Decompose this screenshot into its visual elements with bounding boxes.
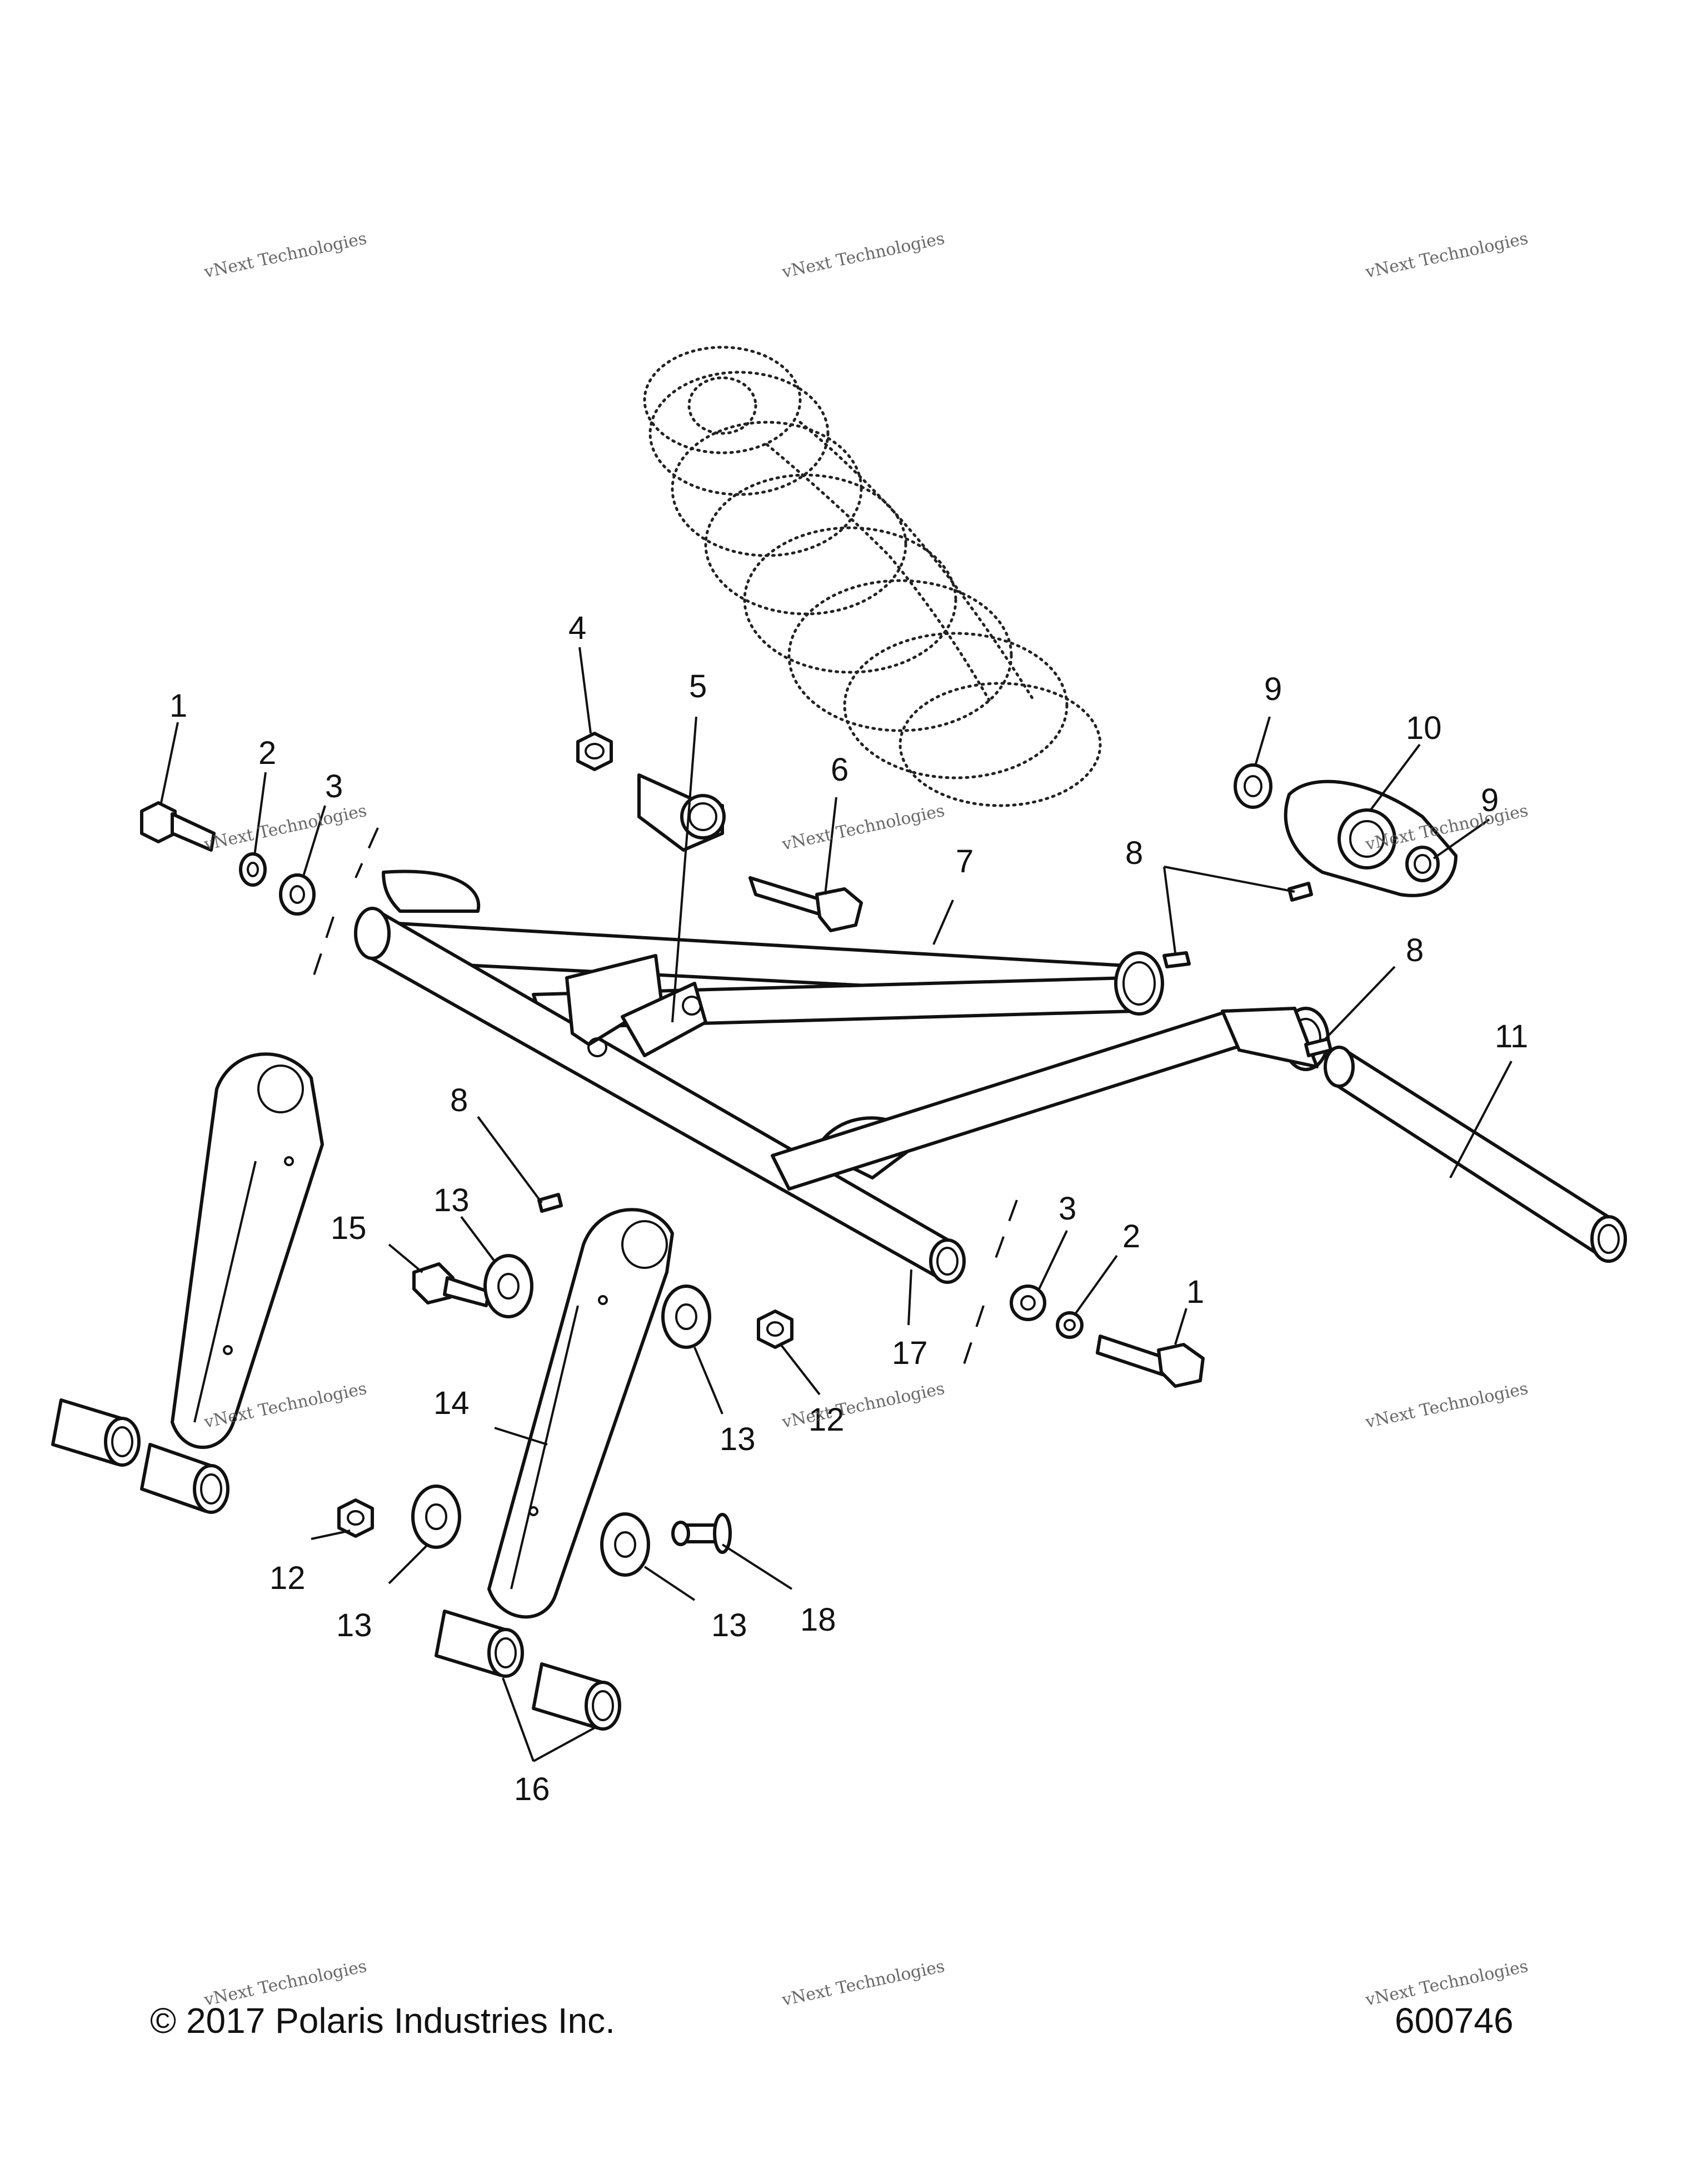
part-3-washer-left (279, 873, 316, 916)
leader-lines (160, 647, 1513, 1762)
part-2-washer-right (1056, 1311, 1084, 1339)
callout-15: 15 (331, 1210, 367, 1246)
part-9-washer-top (1234, 763, 1272, 809)
callout-16: 16 (514, 1771, 550, 1807)
part-18-pin (671, 1513, 732, 1554)
callout-9-right: 9 (1481, 782, 1499, 818)
copyright-text: © 2017 Polaris Industries Inc. (150, 2001, 615, 2041)
watermark-text: vNext Technologies (780, 1957, 946, 2010)
part-5-spacer (637, 773, 726, 852)
part-12-nut (337, 1310, 793, 1538)
watermark-text: vNext Technologies (202, 801, 368, 854)
part-14-link-right (487, 1208, 674, 1619)
watermark-text: vNext Technologies (780, 229, 946, 282)
centre-lines (310, 827, 1018, 1373)
callout-13-c: 13 (336, 1607, 372, 1643)
callout-11: 11 (1495, 1018, 1528, 1054)
callout-7: 7 (956, 843, 974, 879)
callout-12-upper: 12 (808, 1402, 845, 1438)
callout-2-left: 2 (258, 735, 276, 771)
callout-labels: 1 2 3 4 5 6 7 8 8 8 9 9 10 11 12 12 13 1… (169, 610, 1528, 1807)
callout-4: 4 (568, 610, 586, 646)
part-9-washer-right (1405, 846, 1440, 882)
watermark-text: vNext Technologies (780, 801, 946, 854)
shock-spring-dotted (643, 346, 1102, 807)
callout-14: 14 (433, 1385, 470, 1421)
callout-2-right: 2 (1122, 1218, 1140, 1255)
part-14-link-left (171, 1052, 324, 1449)
callout-13-a: 13 (433, 1182, 470, 1218)
callout-13-b: 13 (720, 1421, 756, 1457)
part-3-washer-right (1010, 1285, 1046, 1321)
callout-18: 18 (800, 1602, 836, 1638)
part-11-tube (1324, 1046, 1627, 1263)
part-1-bolt-left (140, 801, 216, 852)
callout-8-right: 8 (1406, 932, 1424, 968)
callout-6: 6 (831, 752, 848, 788)
part-13-washer (411, 1254, 711, 1577)
part-lower-arm (771, 1007, 1330, 1191)
part-4-nut (576, 732, 613, 771)
callout-1-left: 1 (169, 688, 187, 724)
callout-3-left: 3 (325, 768, 343, 804)
callout-8-left: 8 (450, 1082, 468, 1118)
watermark-text: vNext Technologies (1363, 1379, 1530, 1432)
part-15-bolt (412, 1262, 491, 1307)
figure-number: 600746 (1395, 2001, 1514, 2041)
callout-9-top: 9 (1264, 671, 1282, 707)
callout-10: 10 (1406, 710, 1442, 746)
part-1-bolt-right (1096, 1335, 1205, 1388)
callout-3-right: 3 (1059, 1191, 1076, 1227)
callout-17: 17 (892, 1335, 928, 1371)
callout-12-lower: 12 (269, 1560, 306, 1596)
watermark-text: vNext Technologies (780, 1379, 946, 1432)
callout-1-right: 1 (1186, 1274, 1204, 1310)
callout-5: 5 (689, 668, 707, 704)
part-2-washer-left (239, 852, 267, 887)
part-8-grease-fitting (537, 882, 1332, 1213)
callout-13-d: 13 (711, 1607, 747, 1643)
callout-8-top: 8 (1125, 835, 1143, 871)
watermark-text: vNext Technologies (1363, 229, 1530, 282)
part-6-bolt (748, 876, 863, 932)
watermark-text: vNext Technologies (202, 229, 368, 282)
part-16-bushing (51, 1398, 621, 1731)
